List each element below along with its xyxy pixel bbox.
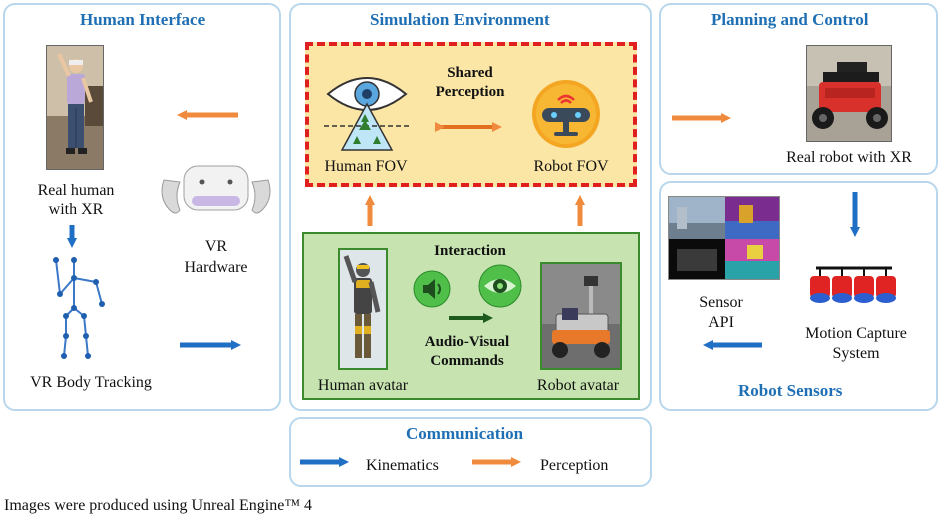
human-interface-title: Human Interface [80,10,206,29]
robot-fov-icon [530,78,602,150]
simulation-title: Simulation Environment [370,10,550,29]
robot-fov-label: Robot FOV [533,158,609,175]
robot-avatar-image [540,262,622,370]
footer-caption: Images were produced using Unreal Engine… [4,497,313,514]
body-tracking-label: VR Body Tracking [30,374,152,391]
eye-icon [478,264,522,308]
shared-perception-line1: Shared [447,65,493,81]
shared-perception-line2: Perception [435,84,505,100]
robot-sensors-title: Robot Sensors [738,381,843,400]
legend-kinematics-label: Kinematics [366,457,439,474]
mocap-label-line1: Motion Capture [805,325,907,342]
real-human-label-line2: with XR [48,201,104,218]
human-avatar-label: Human avatar [317,377,409,394]
vr-headset-icon [156,160,276,225]
vr-hardware-line1: VR [204,238,228,255]
sensor-api-images [668,196,780,280]
human-avatar-image [338,248,388,370]
speaker-icon [413,270,451,308]
planning-title: Planning and Control [711,10,869,29]
sensor-label-line2: API [708,314,734,331]
communication-panel [289,417,652,487]
audio-visual-line1: Audio-Visual [424,334,510,350]
skeleton-icon [50,248,120,363]
real-robot-label: Real robot with XR [786,149,912,166]
communication-title: Communication [406,424,524,443]
real-human-label-line1: Real human [37,182,115,199]
human-fov-label: Human FOV [324,158,408,175]
audio-visual-line2: Commands [430,353,504,369]
interaction-title: Interaction [434,243,506,259]
sensor-label-line1: Sensor [699,294,743,311]
real-robot-photo [806,45,892,142]
mocap-label-line2: System [832,345,880,362]
real-human-photo [46,45,104,170]
motion-capture-icon [806,262,902,308]
human-fov-icon [322,70,412,154]
legend-perception-label: Perception [540,457,609,474]
robot-avatar-label: Robot avatar [536,377,620,394]
vr-hardware-line2: Hardware [184,259,248,276]
